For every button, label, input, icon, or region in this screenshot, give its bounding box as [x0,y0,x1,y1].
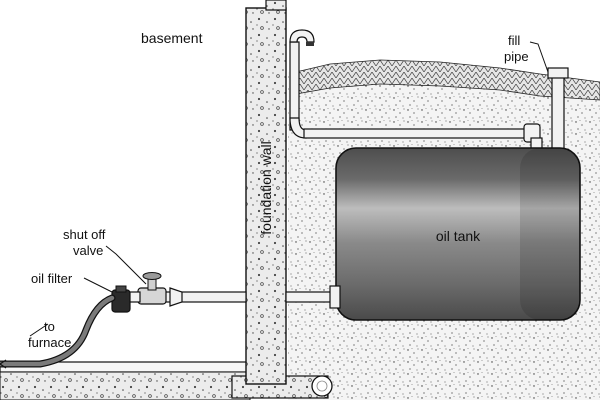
shut-off-label-2: valve [73,243,103,258]
fill-cap-icon [547,67,569,79]
to-furnace-label-2: furnace [28,335,71,350]
leader-lines [29,41,549,337]
foundation-wall [245,0,287,385]
furnace-line [0,294,116,369]
vent-run-pipe [289,117,543,157]
oil-tank [335,147,581,321]
basement-floor [0,361,251,400]
floor-drain-icon [311,375,333,397]
to-furnace-label-1: to [44,319,55,334]
shutoff-valve-icon [125,272,167,305]
foundation-wall-label: foundation wall [258,141,274,234]
fill-pipe-label-2: pipe [504,49,529,64]
basement-label: basement [141,30,203,46]
shut-off-label-1: shut off [63,227,106,242]
oil-filter-icon [111,285,131,313]
oil-tank-label: oil tank [436,228,481,244]
oil-filter-label: oil filter [31,271,73,286]
fill-pipe-label-1: fill [508,33,520,48]
